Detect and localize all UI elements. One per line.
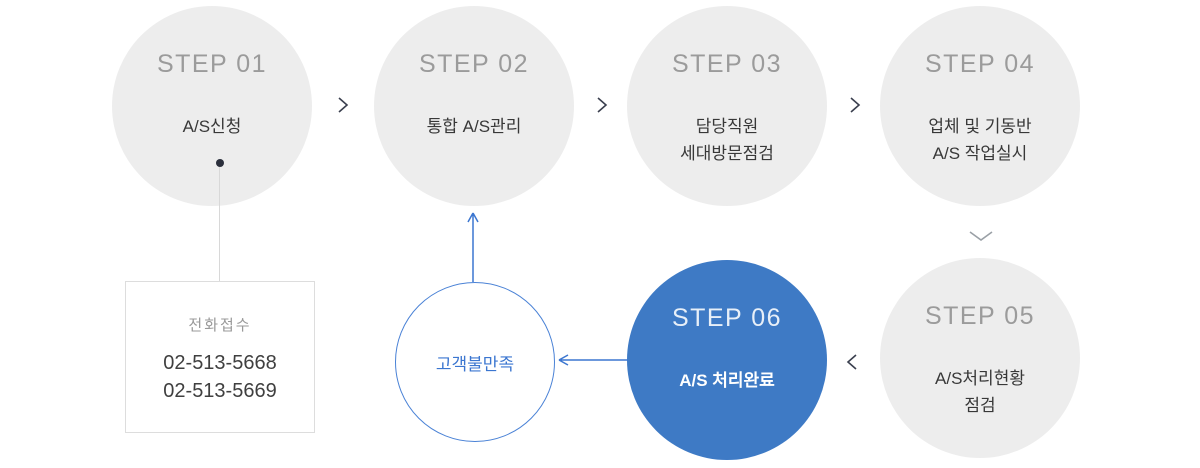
phone-number: 02-513-5668 bbox=[163, 352, 277, 374]
step-label-line: 담당직원 bbox=[695, 117, 759, 136]
step-02-label: 통합 A/S관리 bbox=[427, 113, 522, 140]
step-05-circle: STEP 05 A/S처리현황 점검 bbox=[880, 258, 1080, 458]
step-06-title: STEP 06 bbox=[671, 304, 783, 332]
step-05-title: STEP 05 bbox=[924, 302, 1036, 330]
step-label-line: A/S신청 bbox=[182, 117, 242, 136]
step-04-label: 업체 및 기동반 A/S 작업실시 bbox=[928, 113, 1031, 167]
phone-numbers: 02-513-5668 02-513-5669 bbox=[163, 349, 276, 405]
step-02-title: STEP 02 bbox=[418, 50, 530, 78]
step-03-title: STEP 03 bbox=[671, 50, 783, 78]
step-04-title: STEP 04 bbox=[924, 50, 1036, 78]
step-06-circle: STEP 06 A/S 처리완료 bbox=[627, 260, 827, 460]
feedback-label: 고객불만족 bbox=[435, 354, 515, 374]
step-06-label: A/S 처리완료 bbox=[679, 367, 775, 394]
phone-box-title: 전화접수 bbox=[188, 317, 252, 334]
arrow-feedback-to-step02 bbox=[464, 208, 482, 284]
step-label-line: A/S 처리완료 bbox=[679, 371, 775, 390]
step-05-label: A/S처리현황 점검 bbox=[935, 365, 1025, 419]
step-label-line: 점검 bbox=[964, 396, 996, 415]
chevron-right-icon bbox=[594, 95, 610, 115]
feedback-node: 고객불만족 bbox=[395, 282, 555, 442]
step-03-label: 담당직원 세대방문점검 bbox=[680, 113, 774, 167]
step-label-line: 통합 A/S관리 bbox=[426, 117, 522, 136]
step-01-circle: STEP 01 A/S신청 bbox=[112, 6, 312, 206]
step-01-label: A/S신청 bbox=[183, 113, 242, 140]
step-04-circle: STEP 04 업체 및 기동반 A/S 작업실시 bbox=[880, 6, 1080, 206]
step-label-line: A/S 작업실시 bbox=[932, 144, 1028, 163]
connector-line bbox=[219, 167, 220, 281]
phone-number: 02-513-5669 bbox=[163, 380, 277, 402]
connector-dot bbox=[216, 159, 224, 167]
step-label-line: 업체 및 기동반 bbox=[928, 117, 1032, 136]
chevron-down-icon bbox=[968, 230, 994, 243]
arrow-step06-to-feedback bbox=[552, 351, 630, 369]
chevron-right-icon bbox=[847, 95, 863, 115]
step-label-line: 세대방문점검 bbox=[680, 144, 774, 163]
step-label-line: A/S처리현황 bbox=[935, 369, 1025, 388]
step-02-circle: STEP 02 통합 A/S관리 bbox=[374, 6, 574, 206]
chevron-left-icon bbox=[844, 352, 860, 372]
step-03-circle: STEP 03 담당직원 세대방문점검 bbox=[627, 6, 827, 206]
phone-box: 전화접수 02-513-5668 02-513-5669 bbox=[125, 281, 315, 433]
step-01-title: STEP 01 bbox=[156, 50, 268, 78]
chevron-right-icon bbox=[335, 95, 351, 115]
